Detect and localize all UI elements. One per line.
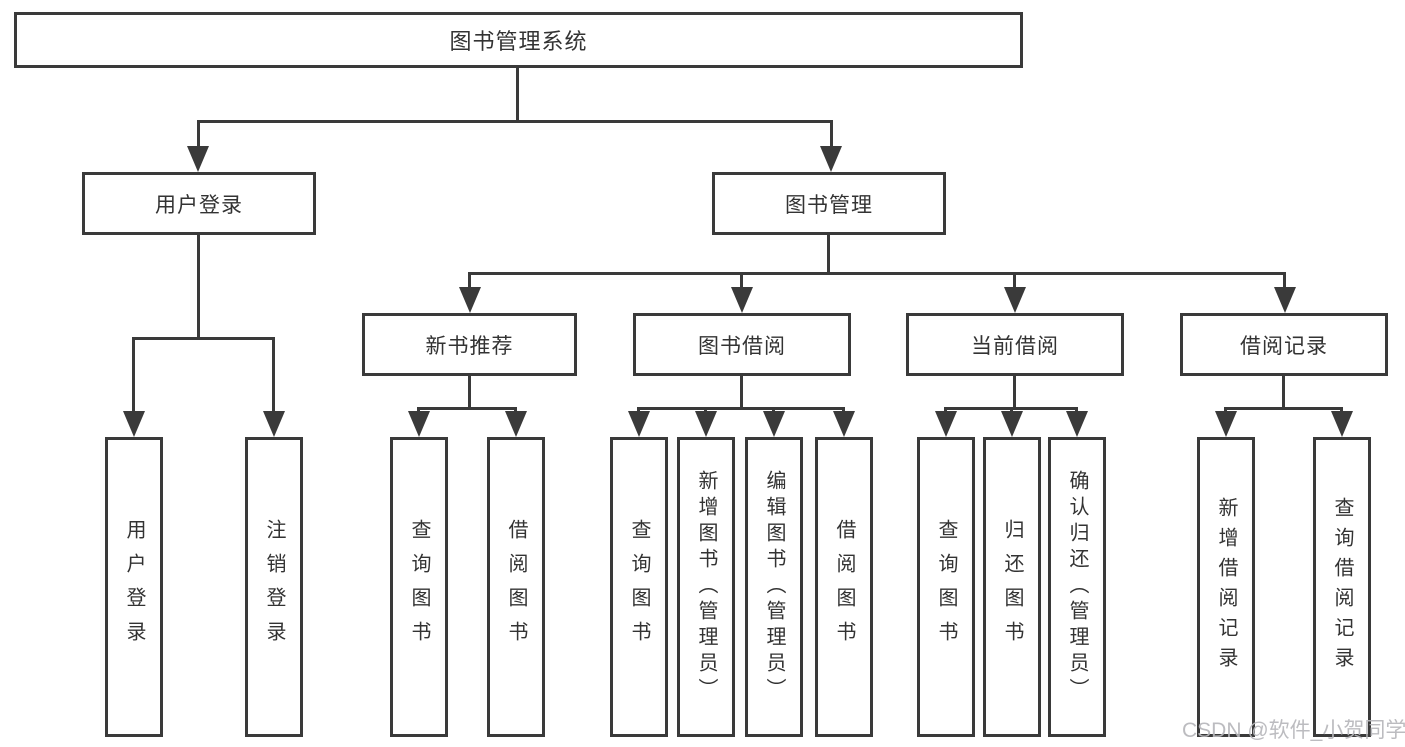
- arrow-down-icon: [505, 411, 527, 437]
- leaf-label: 归还图书: [1001, 519, 1023, 655]
- leaf-label: 用户登录: [123, 519, 145, 655]
- node-label: 图书借阅: [698, 334, 786, 358]
- leaf-query-borrow-record: 查询借阅记录: [1313, 437, 1371, 737]
- connector-leaf-stem: [132, 337, 135, 413]
- leaf-add-borrow-record: 新增借阅记录: [1197, 437, 1255, 737]
- arrow-down-icon: [820, 146, 842, 172]
- arrow-down-icon: [408, 411, 430, 437]
- connector-current-down: [1013, 375, 1016, 410]
- connector-user-login-stem: [197, 120, 200, 150]
- node-label: 用户登录: [155, 193, 243, 217]
- connector-borrowing-rail: [637, 407, 845, 410]
- arrow-down-icon: [1066, 411, 1088, 437]
- node-user-login: 用户登录: [82, 172, 316, 235]
- arrow-down-icon: [731, 287, 753, 313]
- node-book-borrowing: 图书借阅: [633, 313, 851, 376]
- node-borrowing-records: 借阅记录: [1180, 313, 1388, 376]
- arrow-down-icon: [695, 411, 717, 437]
- connector-book-mgmt-down: [827, 234, 830, 275]
- connector-records-down: [1282, 375, 1285, 410]
- connector-recommend-rail: [417, 407, 517, 410]
- leaf-label: 编辑图书（管理员）: [763, 470, 785, 704]
- connector-user-login-rail: [132, 337, 275, 340]
- node-label: 借阅记录: [1240, 334, 1328, 358]
- leaf-label: 查询图书: [935, 519, 957, 655]
- connector-leaf-stem: [272, 337, 275, 413]
- leaf-label: 注销登录: [263, 519, 285, 655]
- leaf-borrow-books-borrowing: 借阅图书: [815, 437, 873, 737]
- leaf-label: 确认归还（管理员）: [1066, 470, 1088, 704]
- connector-root-stem: [516, 67, 519, 121]
- leaf-user-login: 用户登录: [105, 437, 163, 737]
- connector-l3-stem: [1283, 272, 1286, 289]
- leaf-label: 查询借阅记录: [1331, 497, 1353, 677]
- arrow-down-icon: [459, 287, 481, 313]
- leaf-label: 查询图书: [408, 519, 430, 655]
- node-book-management: 图书管理: [712, 172, 946, 235]
- arrow-down-icon: [935, 411, 957, 437]
- leaf-query-books-recommend: 查询图书: [390, 437, 448, 737]
- arrow-down-icon: [1215, 411, 1237, 437]
- arrow-down-icon: [187, 146, 209, 172]
- connector-l3-stem: [1013, 272, 1016, 289]
- leaf-label: 借阅图书: [505, 519, 527, 655]
- connector-borrowing-down: [740, 375, 743, 410]
- leaf-query-books-borrowing: 查询图书: [610, 437, 668, 737]
- leaf-add-books-admin: 新增图书（管理员）: [677, 437, 735, 737]
- arrow-down-icon: [763, 411, 785, 437]
- node-new-book-recommend: 新书推荐: [362, 313, 577, 376]
- connector-records-rail: [1224, 407, 1342, 410]
- connector-root-rail: [197, 120, 833, 123]
- node-library-management-system: 图书管理系统: [14, 12, 1023, 68]
- leaf-borrow-books-recommend: 借阅图书: [487, 437, 545, 737]
- connector-l3-stem: [740, 272, 743, 289]
- connector-user-login-down: [197, 234, 200, 340]
- node-label: 图书管理系统: [449, 29, 588, 54]
- arrow-down-icon: [628, 411, 650, 437]
- arrow-down-icon: [1274, 287, 1296, 313]
- leaf-label: 借阅图书: [833, 519, 855, 655]
- connector-book-mgmt-stem: [830, 120, 833, 150]
- arrow-down-icon: [1004, 287, 1026, 313]
- leaf-label: 新增图书（管理员）: [695, 470, 717, 704]
- leaf-query-books-current: 查询图书: [917, 437, 975, 737]
- leaf-label: 新增借阅记录: [1215, 497, 1237, 677]
- connector-recommend-down: [468, 375, 471, 410]
- connector-book-mgmt-rail: [468, 272, 1286, 275]
- leaf-confirm-return-admin: 确认归还（管理员）: [1048, 437, 1106, 737]
- csdn-watermark: CSDN @软件_小贺同学: [1182, 719, 1405, 742]
- arrow-down-icon: [1001, 411, 1023, 437]
- node-label: 图书管理: [785, 193, 873, 217]
- arrow-down-icon: [833, 411, 855, 437]
- leaf-edit-books-admin: 编辑图书（管理员）: [745, 437, 803, 737]
- leaf-return-books: 归还图书: [983, 437, 1041, 737]
- leaf-label: 查询图书: [628, 519, 650, 655]
- node-label: 当前借阅: [971, 334, 1059, 358]
- arrow-down-icon: [1331, 411, 1353, 437]
- node-current-borrowing: 当前借阅: [906, 313, 1124, 376]
- node-label: 新书推荐: [425, 334, 514, 358]
- arrow-down-icon: [123, 411, 145, 437]
- leaf-logout: 注销登录: [245, 437, 303, 737]
- arrow-down-icon: [263, 411, 285, 437]
- connector-l3-stem: [468, 272, 471, 289]
